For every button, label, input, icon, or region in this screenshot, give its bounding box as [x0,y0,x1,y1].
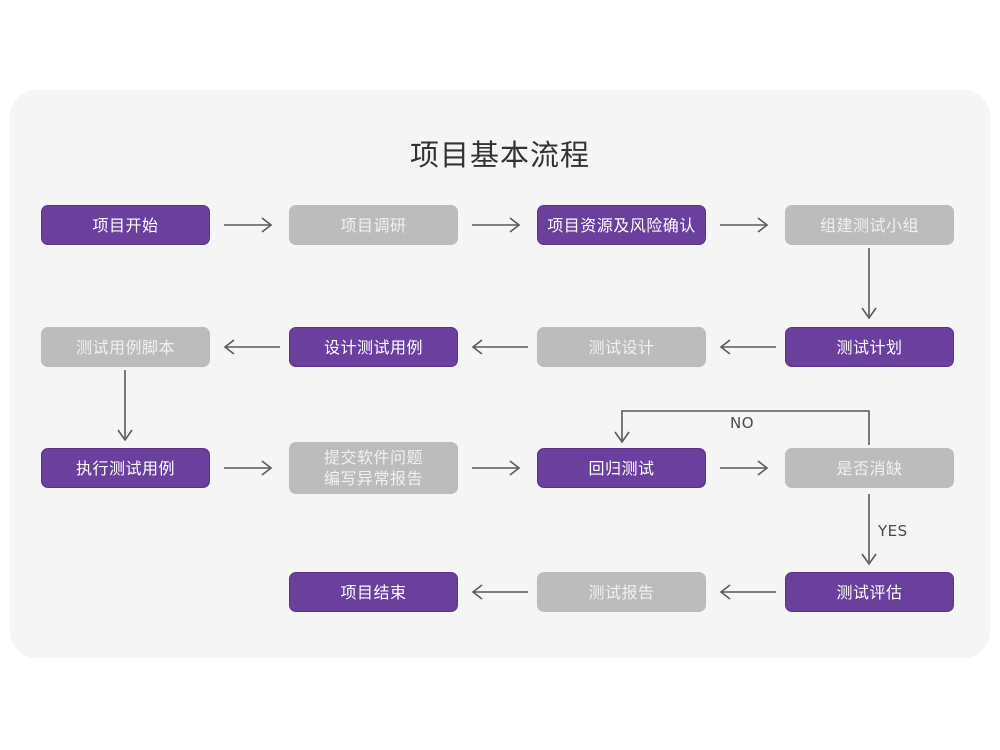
node-label: 项目资源及风险确认 [547,215,696,235]
node-testcase-script[interactable]: 测试用例脚本 [41,327,210,367]
node-project-end[interactable]: 项目结束 [289,572,458,612]
node-label-line2: 编写异常报告 [323,469,423,488]
node-test-evaluation[interactable]: 测试评估 [785,572,954,612]
node-label: 执行测试用例 [75,458,175,478]
node-test-design[interactable]: 测试设计 [537,327,706,367]
node-label: 测试计划 [836,337,903,357]
node-execute-testcase[interactable]: 执行测试用例 [41,448,210,488]
node-label: 测试设计 [588,337,655,357]
edge-label-yes: YES [878,522,908,540]
node-test-plan[interactable]: 测试计划 [785,327,954,367]
node-project-research[interactable]: 项目调研 [289,205,458,245]
node-test-report[interactable]: 测试报告 [537,572,706,612]
edge-label-no: NO [730,414,755,432]
page-title: 项目基本流程 [409,138,590,172]
node-submit-defect[interactable]: 提交软件问题 编写异常报告 [289,442,458,494]
node-label: 测试报告 [588,582,655,602]
node-design-testcase[interactable]: 设计测试用例 [289,327,458,367]
node-label: 测试用例脚本 [75,337,175,357]
node-label: 测试评估 [836,582,903,602]
node-label: 回归测试 [588,458,655,478]
node-label: 项目开始 [92,215,159,235]
node-regression-test[interactable]: 回归测试 [537,448,706,488]
node-label: 提交软件问题 [323,448,423,467]
node-build-test-team[interactable]: 组建测试小组 [785,205,954,245]
node-label: 项目调研 [340,215,407,235]
node-label: 是否消缺 [836,458,903,478]
node-label: 设计测试用例 [323,337,423,357]
node-label: 项目结束 [340,582,407,602]
node-project-start[interactable]: 项目开始 [41,205,210,245]
node-label: 组建测试小组 [819,215,919,235]
node-defect-cleared[interactable]: 是否消缺 [785,448,954,488]
flowchart-panel [10,90,990,658]
node-resource-risk[interactable]: 项目资源及风险确认 [537,205,706,245]
